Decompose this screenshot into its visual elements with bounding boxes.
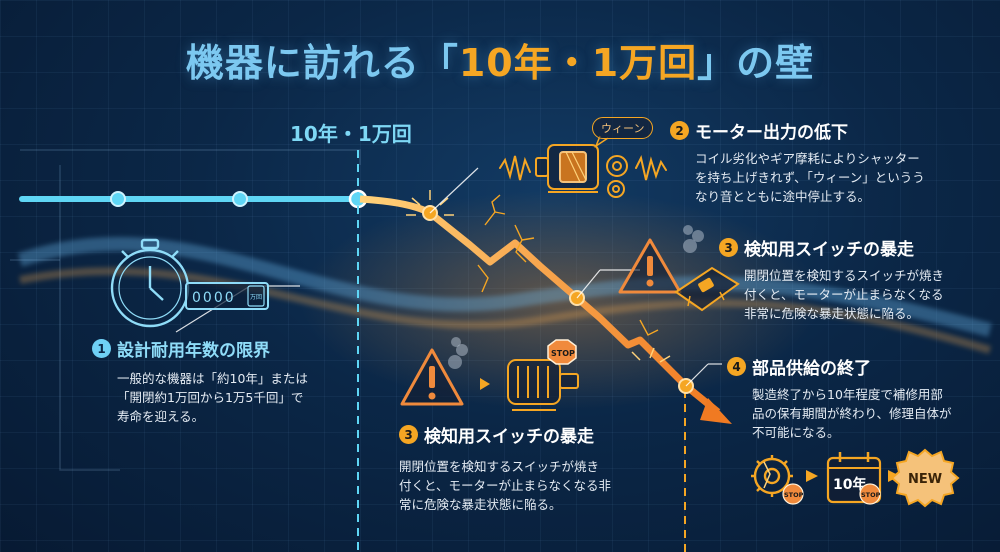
light-wave-orange	[19, 267, 992, 354]
degradation-arrowhead	[700, 398, 732, 424]
section-number: 2	[670, 121, 689, 140]
section-heading: 3 検知用スイッチの暴走	[719, 235, 944, 260]
section-heading: 3 検知用スイッチの暴走	[399, 422, 611, 447]
spark-icon	[631, 347, 671, 363]
sound-wave-icon	[499, 155, 667, 181]
new-badge-icon: NEW	[890, 448, 960, 508]
counter-icon: 0000 万回	[185, 282, 269, 310]
section-heading: 2 モーター出力の低下	[670, 118, 925, 143]
section-line: 寿命を迎える。	[117, 409, 205, 424]
section-heading: 4 部品供給の終了	[727, 354, 952, 379]
title-suffix: 」の壁	[697, 41, 815, 85]
section-line: 「開閉約1万回から1万5千回」で	[117, 390, 304, 405]
section-line: 非常に危険な暴走状態に陥る。	[744, 306, 920, 321]
title-highlight: 10年・1万回	[458, 41, 698, 85]
warning-icon	[618, 238, 682, 294]
timeline-node	[232, 191, 248, 207]
timeline-node	[110, 191, 126, 207]
smoke-icon	[683, 225, 704, 253]
section-body: 開閉位置を検知するスイッチが焼き 付くと、モーターが止まらなくなる非 常に危険な…	[399, 457, 611, 514]
spark-icon	[406, 190, 454, 216]
smoke-icon	[448, 337, 468, 369]
section-line: 一般的な機器は「約10年」または	[117, 371, 308, 386]
section-design-life: 1 設計耐用年数の限界 一般的な機器は「約10年」または 「開閉約1万回から1万…	[92, 336, 308, 426]
milestone-label: 10年・1万回	[290, 122, 412, 146]
stop-sign-icon: STOP	[547, 339, 577, 365]
section-line: 開閉位置を検知するスイッチが焼き	[399, 459, 600, 474]
arrow-right-icon	[480, 378, 490, 390]
section-switch-runaway-lower: 3 検知用スイッチの暴走 開閉位置を検知するスイッチが焼き 付くと、モーターが止…	[399, 422, 611, 514]
section-line: コイル劣化やギア摩耗によりシャッター	[695, 151, 920, 166]
section-body: コイル劣化やギア摩耗によりシャッター を持ち上げきれず、「ウィーン」というう な…	[695, 149, 925, 206]
counter-digits: 0000	[192, 290, 236, 306]
stop-label: STOP	[784, 491, 804, 499]
section-motor-output: 2 モーター出力の低下 コイル劣化やギア摩耗によりシャッター を持ち上げきれず、…	[670, 118, 925, 206]
section-number: 4	[727, 357, 746, 376]
section-line: 付くと、モーターが止まらなくなる	[744, 287, 944, 302]
section-title: 部品供給の終了	[752, 359, 871, 379]
section-body: 一般的な機器は「約10年」または 「開閉約1万回から1万5千回」で 寿命を迎える…	[117, 369, 308, 426]
stop-label: STOP	[861, 491, 881, 499]
crack-icon	[477, 194, 659, 336]
stopwatch-icon	[110, 238, 190, 328]
light-wave	[17, 237, 992, 337]
section-heading: 1 設計耐用年数の限界	[92, 336, 308, 361]
stop-label: STOP	[551, 349, 575, 358]
motor-icon	[535, 144, 599, 193]
section-number: 3	[399, 425, 418, 444]
counter-unit: 万回	[250, 294, 262, 301]
section-line: 常に危険な暴走状態に陥る。	[399, 497, 562, 512]
speech-bubble-tail	[594, 135, 609, 148]
section-title: 検知用スイッチの暴走	[744, 240, 914, 260]
page-title: 機器に訪れる「10年・1万回」の壁	[0, 32, 1000, 87]
stop-sign-icon: STOP	[782, 483, 804, 505]
section-title: 検知用スイッチの暴走	[424, 427, 594, 447]
section-line: 開閉位置を検知するスイッチが焼き	[744, 268, 945, 283]
section-line: 不可能になる。	[752, 425, 840, 440]
motor-icon	[507, 359, 579, 411]
section-line: 製造終了から10年程度で補修用部	[752, 387, 943, 402]
section-number: 3	[719, 238, 738, 257]
section-number: 1	[92, 339, 111, 358]
switch-icon	[674, 266, 740, 312]
arrow-right-icon	[806, 470, 818, 482]
gear-icon	[606, 155, 628, 198]
section-line: なり音とともに途中停止する。	[695, 189, 871, 204]
calendar-label: 10年	[833, 476, 866, 493]
title-main: 機器に訪れる「	[185, 41, 459, 85]
section-body: 製造終了から10年程度で補修用部 品の保有期間が終わり、修理自体が 不可能になる…	[752, 385, 952, 442]
section-line: 付くと、モーターが止まらなくなる非	[399, 478, 612, 493]
section-switch-runaway: 3 検知用スイッチの暴走 開閉位置を検知するスイッチが焼き 付くと、モーターが止…	[719, 235, 944, 323]
section-body: 開閉位置を検知するスイッチが焼き 付くと、モーターが止まらなくなる 非常に危険な…	[744, 266, 944, 323]
warning-icon	[400, 348, 464, 406]
sound-label: ウィーン	[592, 117, 654, 139]
new-label: NEW	[908, 472, 942, 487]
section-parts-supply: 4 部品供給の終了 製造終了から10年程度で補修用部 品の保有期間が終わり、修理…	[727, 354, 952, 442]
section-line: を持ち上げきれず、「ウィーン」というう	[695, 170, 925, 185]
section-title: 設計耐用年数の限界	[117, 341, 270, 361]
section-title: モーター出力の低下	[695, 123, 848, 143]
section-line: 品の保有期間が終わり、修理自体が	[752, 406, 952, 421]
stop-sign-icon: STOP	[859, 483, 881, 505]
